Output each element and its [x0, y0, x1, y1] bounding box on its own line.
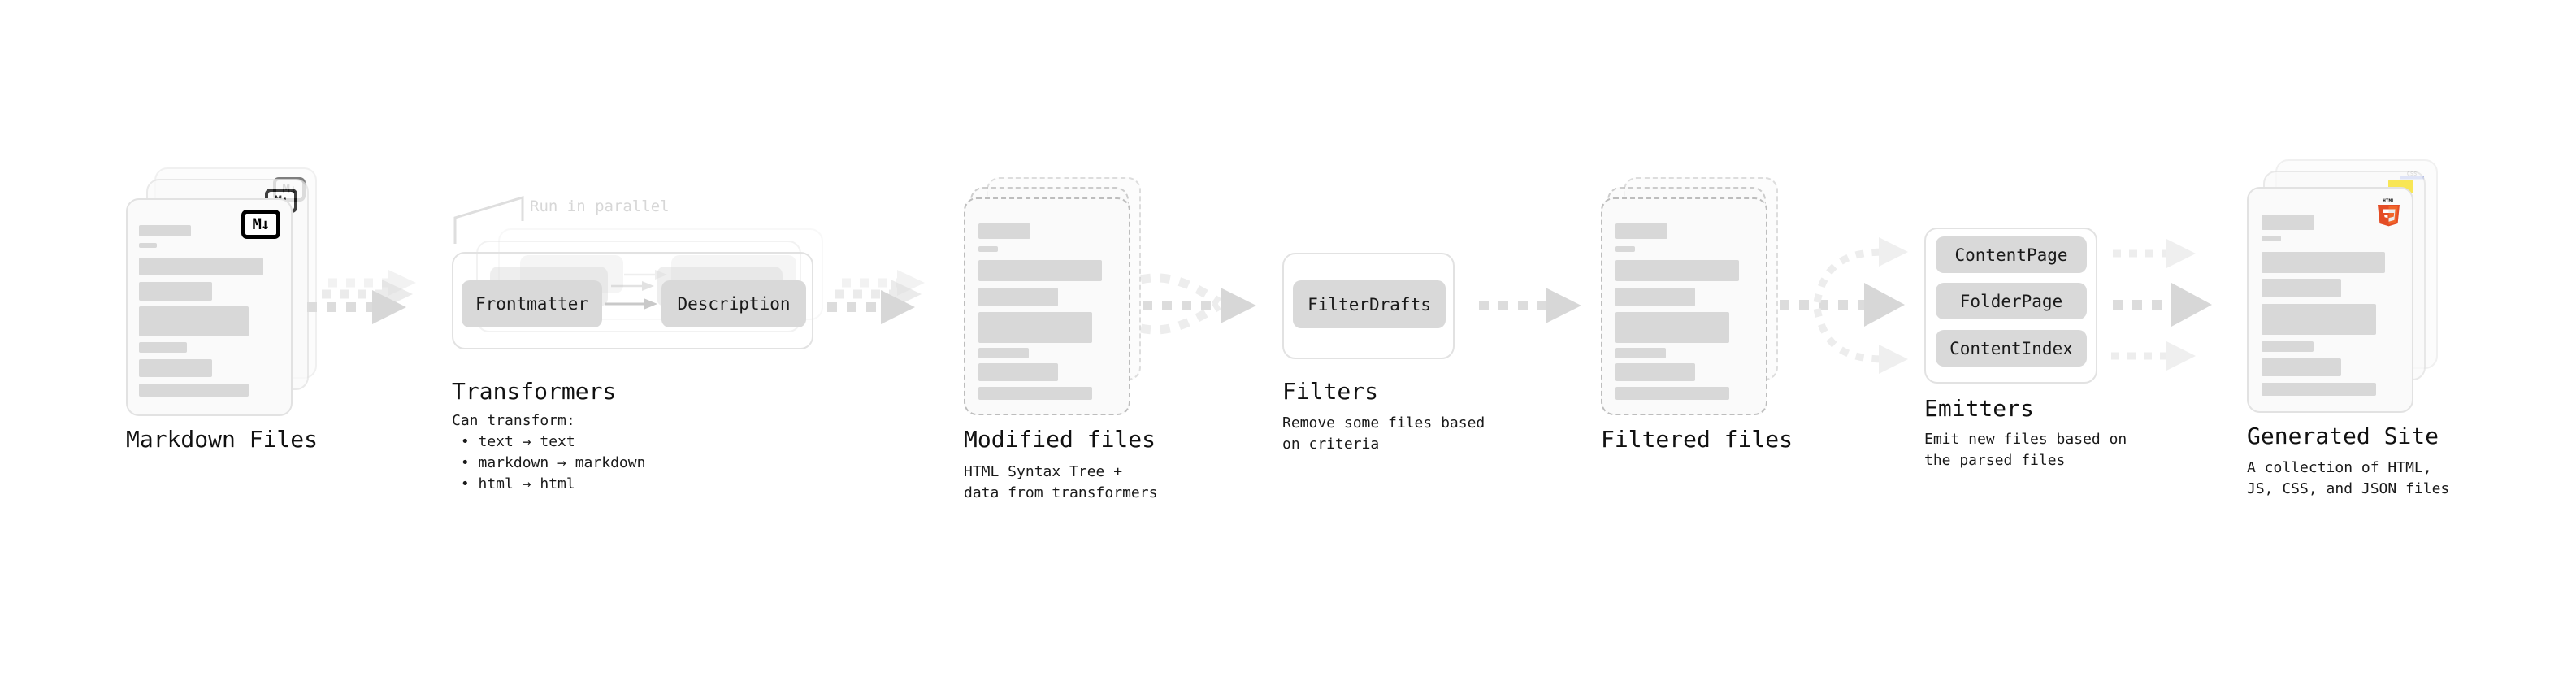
stage-title-filtered-files: Filtered files	[1601, 426, 1793, 453]
transformer-chip-label: Frontmatter	[475, 294, 589, 314]
stage-subtitle-modified-files: HTML Syntax Tree + data from transformer…	[964, 463, 1158, 502]
emitter-chip-label: FolderPage	[1959, 291, 2063, 311]
stage-title-markdown-files: Markdown Files	[126, 426, 319, 453]
filtered-card-front	[1601, 197, 1767, 415]
emitter-chip-folderpage[interactable]: FolderPage	[1936, 283, 2087, 319]
arrow-filtered-to-emitters	[1780, 237, 1908, 374]
markdown-card-front: M↓	[126, 198, 293, 416]
stage-title-emitters: Emitters	[1924, 395, 2034, 422]
emitters-group	[1924, 228, 2097, 384]
filters-group	[1282, 253, 1455, 359]
transformer-chip-description[interactable]: Description	[661, 280, 806, 327]
filter-chip-filterdrafts[interactable]: FilterDrafts	[1293, 280, 1446, 328]
emitter-chip-contentindex[interactable]: ContentIndex	[1936, 330, 2087, 367]
filter-chip-label: FilterDrafts	[1308, 294, 1431, 314]
emitter-chip-label: ContentPage	[1954, 245, 2068, 265]
arrow-markdown-to-transformers	[307, 270, 416, 324]
transformer-group-front	[452, 252, 813, 349]
arrow-modified-to-filters	[1139, 273, 1256, 335]
stage-subtitle-filters: Remove some files based on criteria	[1282, 414, 1485, 453]
file-skeleton	[128, 200, 291, 414]
site-card-front: HTML	[2247, 187, 2413, 413]
modified-card-front	[964, 197, 1130, 415]
stage-subtitle-emitters: Emit new files based on the parsed files	[1924, 431, 2127, 470]
file-skeleton	[2249, 189, 2412, 411]
run-in-parallel-hint: Run in parallel	[530, 197, 670, 215]
html5-icon: HTML	[2375, 197, 2402, 228]
file-skeleton	[1602, 199, 1766, 414]
stage-subtitle-transformers: Can transform: • text → text • markdown …	[452, 412, 646, 493]
arrow-emitters-to-site	[2111, 239, 2212, 371]
stage-subtitle-generated-site: A collection of HTML, JS, CSS, and JSON …	[2247, 459, 2450, 498]
stage-title-filters: Filters	[1282, 378, 1379, 405]
stage-title-modified-files: Modified files	[964, 426, 1156, 453]
svg-text:HTML: HTML	[2383, 198, 2395, 204]
transformer-chip-frontmatter[interactable]: Frontmatter	[462, 280, 602, 327]
file-skeleton	[965, 199, 1129, 414]
emitter-chip-contentpage[interactable]: ContentPage	[1936, 236, 2087, 273]
emitter-chip-label: ContentIndex	[1949, 338, 2073, 358]
arrow-transformers-to-modified	[827, 270, 925, 324]
transformer-chip-label: Description	[677, 294, 791, 314]
markdown-icon: M↓	[241, 210, 280, 239]
arrow-filters-to-filtered	[1479, 288, 1581, 323]
stage-title-generated-site: Generated Site	[2247, 423, 2439, 449]
transformer-group-back	[498, 228, 823, 320]
stage-title-transformers: Transformers	[452, 378, 617, 405]
